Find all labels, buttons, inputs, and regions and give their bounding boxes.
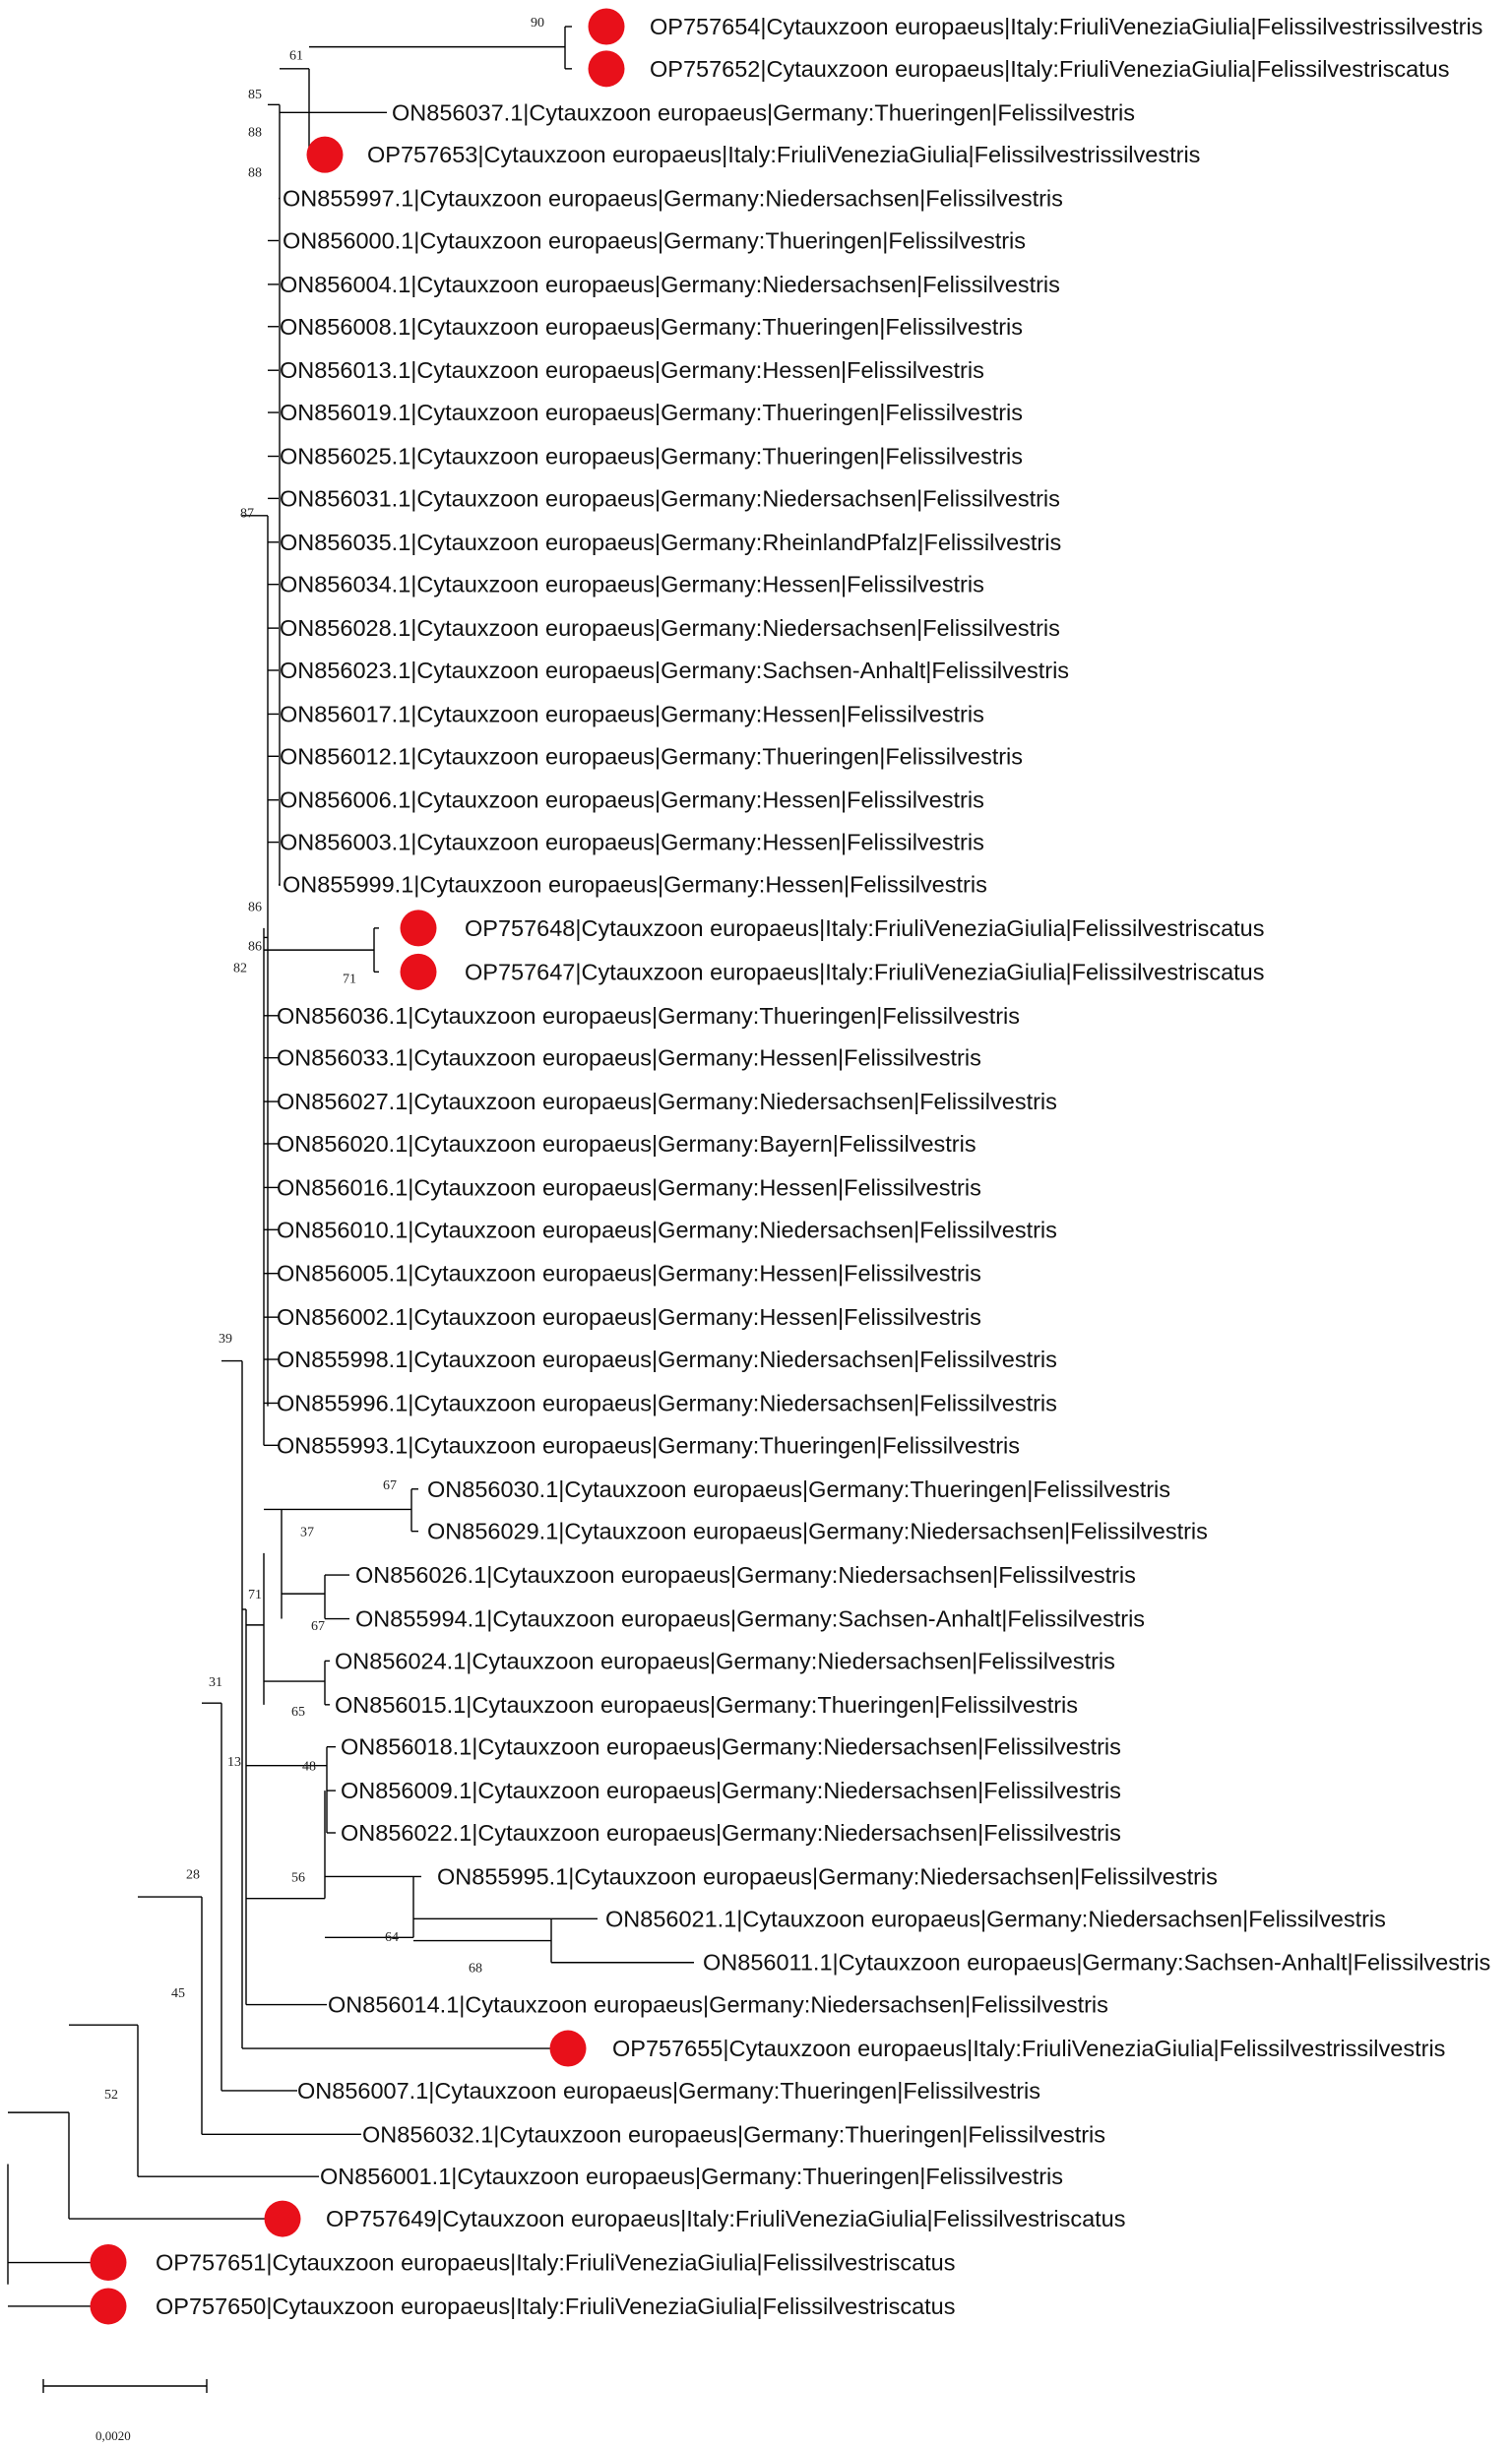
leaf-label: ON856026.1|Cytauxzoon europaeus|Germany:… [355,1562,1136,1588]
leaf-label: ON856017.1|Cytauxzoon europaeus|Germany:… [280,701,984,726]
red-circle-marker-icon [400,953,437,990]
leaf-label: ON855995.1|Cytauxzoon europaeus|Germany:… [437,1863,1218,1889]
bootstrap-value: 48 [302,1760,316,1775]
leaf-label: ON856002.1|Cytauxzoon europaeus|Germany:… [277,1304,981,1330]
bootstrap-value: 90 [531,16,544,31]
leaf-label: ON856014.1|Cytauxzoon europaeus|Germany:… [328,1992,1108,2018]
leaf-label: ON856009.1|Cytauxzoon europaeus|Germany:… [341,1778,1121,1803]
leaf-label: ON856003.1|Cytauxzoon europaeus|Germany:… [280,830,984,855]
bootstrap-value: 52 [104,2088,118,2103]
leaf-label: OP757654|Cytauxzoon europaeus|Italy:Friu… [650,14,1482,39]
red-circle-marker-icon [264,2200,301,2237]
leaf-label: OP757650|Cytauxzoon europaeus|Italy:Friu… [156,2293,956,2319]
leaf-label: ON856013.1|Cytauxzoon europaeus|Germany:… [280,357,984,383]
leaf-label: ON856029.1|Cytauxzoon europaeus|Germany:… [427,1519,1208,1544]
leaf-label: ON855993.1|Cytauxzoon europaeus|Germany:… [277,1432,1020,1458]
leaf-label: OP757647|Cytauxzoon europaeus|Italy:Friu… [465,959,1265,984]
leaf-label: ON855998.1|Cytauxzoon europaeus|Germany:… [277,1347,1057,1372]
leaf-label: ON856022.1|Cytauxzoon europaeus|Germany:… [341,1820,1121,1846]
leaf-label: ON856031.1|Cytauxzoon europaeus|Germany:… [280,485,1060,511]
red-circle-marker-icon [306,136,344,173]
leaf-label: ON855994.1|Cytauxzoon europaeus|Germany:… [355,1606,1145,1632]
leaf-label: OP757648|Cytauxzoon europaeus|Italy:Friu… [465,915,1265,941]
bootstrap-value: 82 [233,962,247,976]
leaf-label: ON856034.1|Cytauxzoon europaeus|Germany:… [280,572,984,597]
red-circle-marker-icon [400,910,437,947]
leaf-labels: OP757654|Cytauxzoon europaeus|Italy:Friu… [156,14,1490,2319]
red-circle-marker-icon [588,50,625,88]
tree-branches [7,26,694,2307]
leaf-label: ON856025.1|Cytauxzoon europaeus|Germany:… [280,444,1023,470]
bootstrap-value: 88 [248,125,262,140]
bootstrap-value: 28 [186,1867,200,1882]
leaf-label: ON856018.1|Cytauxzoon europaeus|Germany:… [341,1734,1121,1760]
bootstrap-value: 86 [248,901,262,915]
leaf-label: OP757655|Cytauxzoon europaeus|Italy:Friu… [612,2036,1445,2061]
red-circle-marker-icon [588,8,625,45]
scale-bar-label: 0,0020 [95,2428,131,2443]
bootstrap-value: 88 [248,166,262,181]
bootstrap-value: 39 [219,1332,232,1347]
red-circle-marker-icon [90,2288,127,2325]
leaf-label: ON856023.1|Cytauxzoon europaeus|Germany:… [280,658,1069,683]
bootstrap-value: 37 [300,1526,314,1540]
leaf-label: OP757653|Cytauxzoon europaeus|Italy:Friu… [367,142,1200,167]
leaf-label: ON856024.1|Cytauxzoon europaeus|Germany:… [335,1648,1115,1673]
leaf-label: ON856016.1|Cytauxzoon europaeus|Germany:… [277,1174,981,1200]
bootstrap-value: 71 [343,973,356,987]
bootstrap-value: 56 [291,1870,305,1885]
bootstrap-value: 71 [248,1588,262,1602]
sample-markers [90,8,625,2325]
leaf-label: ON856037.1|Cytauxzoon europaeus|Germany:… [392,99,1135,125]
leaf-label: ON856000.1|Cytauxzoon europaeus|Germany:… [283,227,1026,253]
leaf-label: ON856032.1|Cytauxzoon europaeus|Germany:… [362,2121,1105,2147]
bootstrap-value: 67 [311,1619,325,1634]
bootstrap-value: 65 [291,1705,305,1720]
bootstrap-value: 13 [227,1755,241,1770]
leaf-label: ON856005.1|Cytauxzoon europaeus|Germany:… [277,1261,981,1287]
leaf-label: ON856036.1|Cytauxzoon europaeus|Germany:… [277,1003,1020,1029]
bootstrap-value: 85 [248,88,262,102]
red-circle-marker-icon [90,2244,127,2282]
leaf-label: ON856007.1|Cytauxzoon europaeus|Germany:… [297,2078,1040,2104]
leaf-label: ON856021.1|Cytauxzoon europaeus|Germany:… [605,1906,1386,1931]
leaf-label: ON856019.1|Cytauxzoon europaeus|Germany:… [280,400,1023,425]
scale-bar: 0,0020 [42,2379,208,2443]
leaf-label: ON856027.1|Cytauxzoon europaeus|Germany:… [277,1089,1057,1114]
leaf-label: ON856004.1|Cytauxzoon europaeus|Germany:… [280,272,1060,297]
leaf-label: ON855997.1|Cytauxzoon europaeus|Germany:… [283,186,1063,212]
leaf-label: ON855999.1|Cytauxzoon europaeus|Germany:… [283,871,987,897]
bootstrap-value: 87 [240,507,254,522]
leaf-label: ON856030.1|Cytauxzoon europaeus|Germany:… [427,1476,1170,1502]
bootstrap-value: 67 [383,1478,397,1493]
leaf-label: ON856028.1|Cytauxzoon europaeus|Germany:… [280,615,1060,641]
bootstrap-value: 68 [469,1962,482,1977]
bootstrap-value: 61 [289,49,303,64]
leaf-label: ON856008.1|Cytauxzoon europaeus|Germany:… [280,314,1023,340]
leaf-label: OP757649|Cytauxzoon europaeus|Italy:Friu… [326,2206,1126,2231]
leaf-label: ON856033.1|Cytauxzoon europaeus|Germany:… [277,1045,981,1071]
leaf-label: OP757651|Cytauxzoon europaeus|Italy:Friu… [156,2250,956,2276]
red-circle-marker-icon [549,2030,587,2067]
leaf-label: OP757652|Cytauxzoon europaeus|Italy:Friu… [650,56,1450,82]
bootstrap-value: 86 [248,939,262,954]
leaf-label: ON856020.1|Cytauxzoon europaeus|Germany:… [277,1131,976,1157]
bootstrap-value: 64 [385,1930,399,1945]
bootstrap-value: 45 [171,1986,185,2001]
leaf-label: ON856015.1|Cytauxzoon europaeus|Germany:… [335,1692,1078,1718]
leaf-label: ON856010.1|Cytauxzoon europaeus|Germany:… [277,1217,1057,1242]
leaf-label: ON855996.1|Cytauxzoon europaeus|Germany:… [277,1390,1057,1415]
leaf-label: ON856012.1|Cytauxzoon europaeus|Germany:… [280,743,1023,769]
bootstrap-values: 9061858888878686827139673771676548135664… [104,16,544,2103]
leaf-label: ON856001.1|Cytauxzoon europaeus|Germany:… [320,2164,1063,2189]
leaf-label: ON856006.1|Cytauxzoon europaeus|Germany:… [280,787,984,813]
leaf-label: ON856011.1|Cytauxzoon europaeus|Germany:… [703,1950,1490,1976]
leaf-label: ON856035.1|Cytauxzoon europaeus|Germany:… [280,530,1061,555]
bootstrap-value: 31 [209,1675,222,1690]
